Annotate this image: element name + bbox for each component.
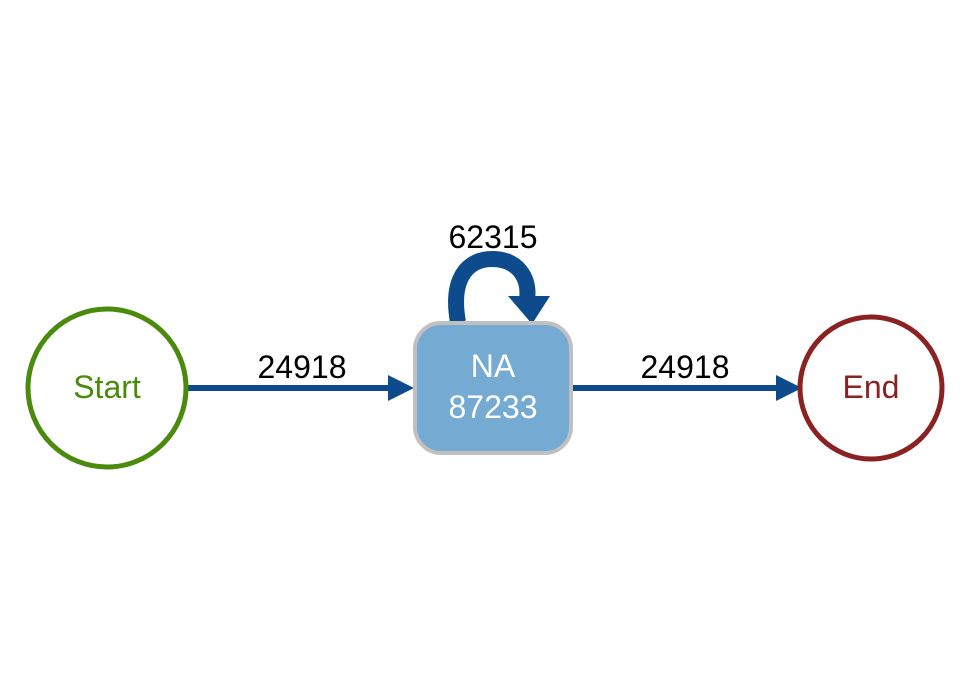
edge-activity-to-end-arrowhead <box>776 375 802 401</box>
start-node-label: Start <box>73 369 141 405</box>
start-node-circle <box>25 306 189 470</box>
edge-start-to-activity-arrowhead <box>388 375 414 401</box>
activity-node-na[interactable]: NA 87233 <box>413 321 573 455</box>
edge-self-loop: 62315 <box>448 219 550 324</box>
activity-node-name: NA <box>471 348 516 384</box>
start-node[interactable]: Start <box>25 306 189 470</box>
edge-activity-to-end: 24918 <box>572 349 802 401</box>
end-node-label: End <box>843 369 900 405</box>
edge-start-to-activity: 24918 <box>188 349 414 401</box>
edge-activity-to-end-label: 24918 <box>641 349 730 385</box>
activity-node-count: 87233 <box>449 389 538 425</box>
edge-self-loop-arrowhead <box>508 296 550 324</box>
edge-self-loop-path <box>448 250 536 324</box>
end-node-circle <box>797 314 945 462</box>
edge-self-loop-label: 62315 <box>449 219 538 255</box>
edge-start-to-activity-label: 24918 <box>258 349 347 385</box>
activity-node-box <box>413 321 573 455</box>
end-node[interactable]: End <box>797 314 945 462</box>
